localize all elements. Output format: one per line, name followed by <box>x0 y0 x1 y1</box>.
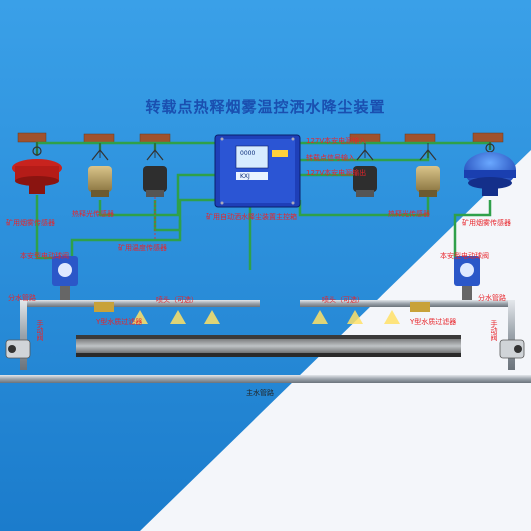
label-temp-sensor-mid: 矿用温度传感器 <box>118 244 167 252</box>
pyro-sensor-right <box>353 149 377 197</box>
label-branch-pipe-left: 分水管路 <box>8 294 36 302</box>
label-manual-valve-right: 手动阀 <box>490 320 498 341</box>
branch-pipe-right <box>300 300 515 370</box>
label-smoke-sensor-left: 矿用烟雾传感器 <box>6 219 55 227</box>
controller-box <box>214 134 301 208</box>
label-valve-right: 本安型电动球阀 <box>440 252 489 260</box>
manual-valve-left <box>5 339 31 359</box>
smoke-sensor-left <box>12 146 62 194</box>
label-power-out: 127V本安电源输出 <box>306 169 367 177</box>
label-pyro-sensor-left: 热释光传感器 <box>72 210 114 218</box>
smoke-sensor-right <box>464 143 516 196</box>
panel-brand: KXJ <box>240 173 250 180</box>
panel-display: 0000 <box>240 150 256 157</box>
label-power-in: 127V本安电源输入 <box>306 137 367 145</box>
label-main-pipe: 主水管路 <box>246 389 274 397</box>
label-strainer-left: Y型水质过滤器 <box>96 318 143 326</box>
label-branch-pipe-right: 分水管路 <box>478 294 506 302</box>
nozzles-left <box>132 310 220 324</box>
label-signal-in: 转载点信号输入 <box>306 154 355 162</box>
label-strainer-right: Y型水质过滤器 <box>410 318 457 326</box>
pyro-sensor-right-2 <box>416 149 440 197</box>
label-controller: 矿用自动洒水降尘装置主控箱 <box>206 213 297 221</box>
label-nozzle-right: 喷头（可选） <box>322 296 364 304</box>
label-pyro-sensor-right: 热释光传感器 <box>388 210 430 218</box>
pyro-sensor-left-1 <box>88 149 112 197</box>
label-valve-left: 本安型电动球阀 <box>20 252 69 260</box>
electric-valve-right <box>454 256 480 300</box>
branch-pipe-left <box>20 300 260 370</box>
manual-valve-right <box>499 339 525 359</box>
temp-sensor-left <box>143 149 167 240</box>
main-water-pipe <box>0 375 531 383</box>
nozzles-right <box>312 310 400 324</box>
electric-valve-left <box>52 256 78 300</box>
conveyor-belt <box>76 335 461 357</box>
page-title: 转载点热释烟雾温控洒水降尘装置 <box>145 98 386 116</box>
label-nozzle-left: 喷头（可选） <box>156 296 198 304</box>
label-manual-valve-left: 手动阀 <box>36 320 44 341</box>
label-smoke-sensor-right: 矿用烟雾传感器 <box>462 219 511 227</box>
